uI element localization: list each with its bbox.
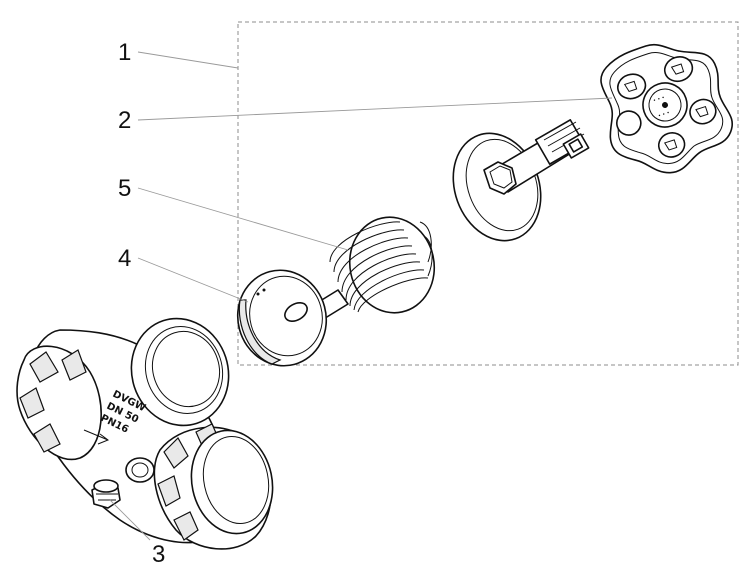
callout-5: 5 [118, 175, 131, 202]
spindle-assembly [452, 119, 590, 242]
handwheel-part: • • • • • • [600, 43, 733, 174]
leader-line-2 [137, 97, 613, 121]
leader-line-4 [137, 257, 249, 303]
spring-part [329, 216, 436, 314]
callout-4: 4 [118, 245, 131, 272]
drain-plug-part [91, 479, 121, 509]
valve-disk-part [236, 269, 349, 367]
upper-assembly-box [237, 21, 739, 366]
svg-text:• • •: • • • [652, 95, 665, 104]
callout-2: 2 [118, 107, 131, 134]
callout-1: 1 [118, 39, 131, 66]
svg-text:• • •: • • • [657, 110, 670, 119]
valve-body: DVGW DN 50 PN16 [16, 317, 274, 550]
callout-3: 3 [152, 541, 165, 568]
leader-line-5 [137, 187, 349, 251]
leader-line-1 [137, 51, 239, 69]
leader-line-3 [109, 499, 151, 541]
